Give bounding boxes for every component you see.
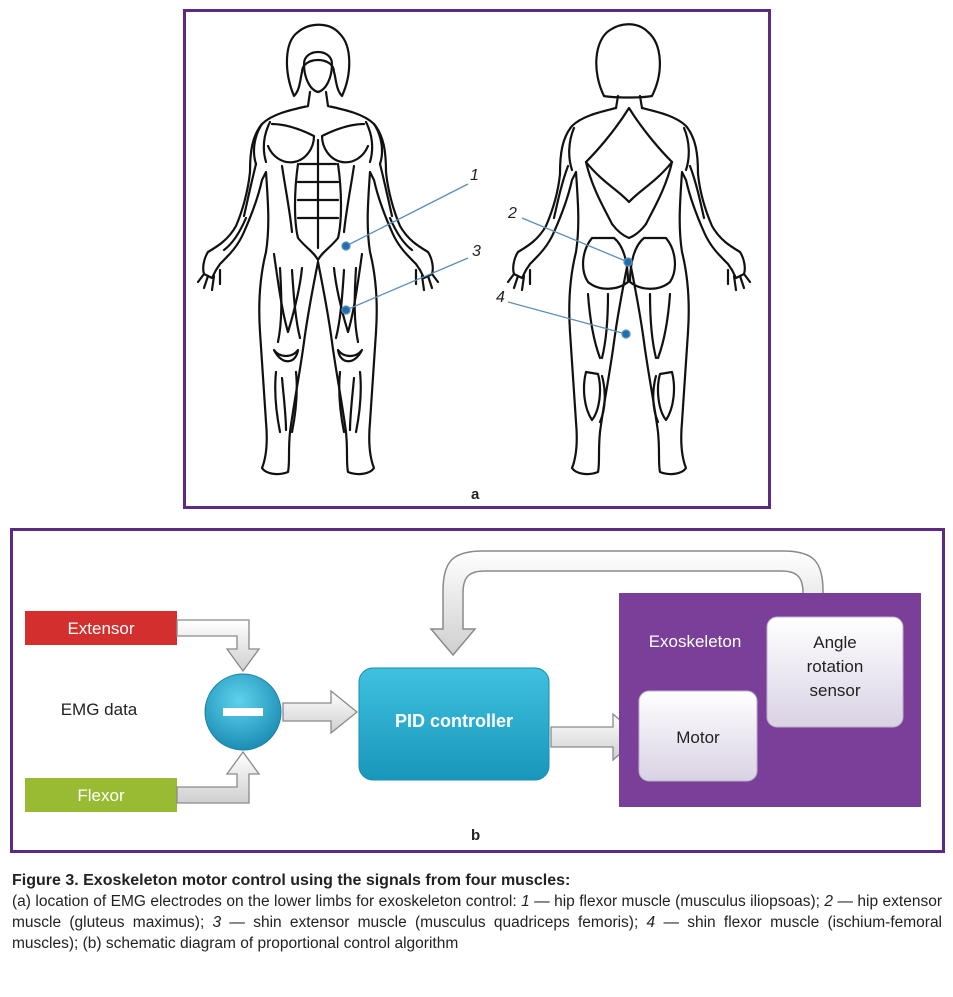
caption-segment: — hip extensor muscle (gluteus maximus); bbox=[12, 893, 942, 931]
pid-controller-block bbox=[358, 667, 550, 781]
sensor-label-line-3: sensor bbox=[809, 681, 860, 700]
panel-a-letter: a bbox=[471, 486, 480, 503]
electrode-2 bbox=[623, 257, 633, 267]
muscle-anatomy-illustration: 1 2 3 4 bbox=[196, 23, 752, 476]
motor-label: Motor bbox=[676, 728, 720, 747]
caption-segment: 4 bbox=[646, 914, 656, 931]
flexor-label: Flexor bbox=[77, 786, 125, 805]
minus-icon bbox=[223, 708, 263, 716]
marker-label-3: 3 bbox=[472, 243, 481, 260]
sensor-label-line-2: rotation bbox=[807, 657, 864, 676]
subtractor-to-pid-arrow bbox=[282, 689, 359, 735]
figure-caption: Figure 3. Exoskeleton motor control usin… bbox=[12, 870, 942, 954]
caption-segment: — shin flexor muscle (ischium-femoral mu… bbox=[12, 914, 943, 952]
caption-segment: — shin extensor muscle (musculus quadric… bbox=[221, 914, 647, 931]
caption-segment: — hip flexor muscle (musculus iliopsoas)… bbox=[529, 893, 825, 910]
electrode-1 bbox=[341, 241, 351, 251]
flexor-arrow bbox=[176, 750, 261, 804]
electrode-4 bbox=[621, 329, 631, 339]
caption-segment: 3 bbox=[212, 914, 222, 931]
control-block-diagram: Extensor Flexor EMG data PID controller … bbox=[25, 550, 921, 812]
leader-line-3 bbox=[345, 257, 469, 311]
extensor-block bbox=[25, 611, 177, 645]
leader-line-1 bbox=[345, 183, 469, 247]
angle-sensor-block bbox=[766, 616, 904, 728]
caption-segment: (a) location of EMG electrodes on the lo… bbox=[12, 893, 522, 910]
leader-line-2 bbox=[521, 217, 629, 263]
marker-label-4: 4 bbox=[496, 289, 505, 306]
marker-label-2: 2 bbox=[507, 205, 517, 222]
leader-line-4 bbox=[507, 301, 627, 335]
back-body-figure bbox=[506, 23, 752, 476]
marker-label-1: 1 bbox=[470, 167, 479, 184]
panel-b-letter: b bbox=[471, 827, 481, 844]
caption-segment: 2 bbox=[824, 893, 834, 910]
extensor-label: Extensor bbox=[67, 619, 134, 638]
flexor-block bbox=[25, 778, 177, 812]
caption-segment: 1 bbox=[521, 893, 530, 910]
electrode-3 bbox=[341, 305, 351, 315]
figure-panel-a: 1 2 3 4 a bbox=[183, 9, 771, 509]
pid-controller-label: PID controller bbox=[395, 711, 513, 731]
caption-title: Figure 3. Exoskeleton motor control usin… bbox=[12, 872, 571, 889]
extensor-arrow bbox=[176, 619, 261, 673]
figure-panel-b: Extensor Flexor EMG data PID controller … bbox=[10, 528, 945, 853]
motor-block bbox=[638, 690, 758, 782]
sensor-label-line-1: Angle bbox=[813, 633, 856, 652]
caption-body: (a) location of EMG electrodes on the lo… bbox=[12, 891, 942, 954]
emg-data-label: EMG data bbox=[61, 700, 138, 719]
front-body-figure bbox=[196, 23, 440, 476]
feedback-arrow bbox=[429, 550, 824, 657]
exoskeleton-label: Exoskeleton bbox=[649, 632, 742, 651]
